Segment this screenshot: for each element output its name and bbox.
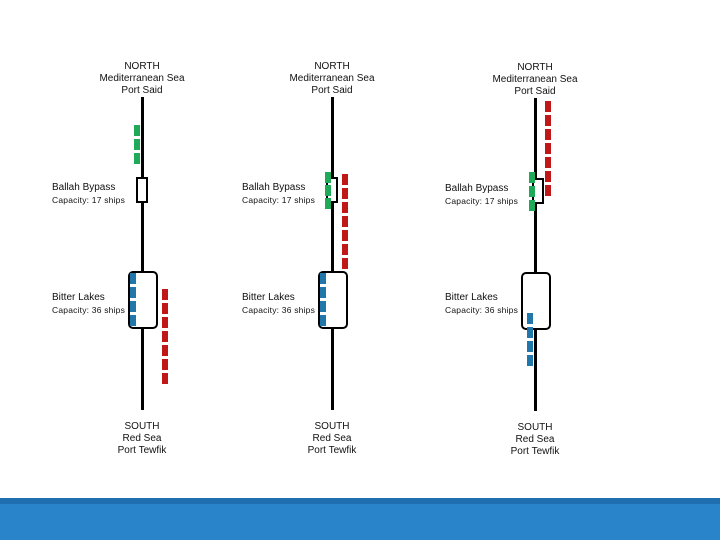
- ship-marker: [529, 172, 535, 183]
- ship-marker: [545, 115, 551, 126]
- ship-marker: [162, 373, 168, 384]
- ship-marker: [320, 287, 326, 298]
- panel-3-bitter-lakes: [521, 272, 551, 330]
- panel-2-ballah-capacity: Capacity: 17 ships: [242, 195, 316, 205]
- footer-bar: [0, 498, 720, 540]
- panel-1-bitter-name: Bitter Lakes: [52, 292, 105, 303]
- ship-marker: [342, 202, 348, 213]
- ship-marker: [134, 153, 140, 164]
- ship-marker: [325, 185, 331, 196]
- panel-3-ballah-name: Ballah Bypass: [445, 183, 509, 194]
- panel-1-north-label: NORTH Mediterranean Sea Port Said: [99, 61, 185, 96]
- ship-marker: [130, 273, 136, 284]
- ship-marker: [545, 101, 551, 112]
- canal-convoy-diagram: NORTH Mediterranean Sea Port Said Ballah…: [52, 61, 578, 457]
- ship-marker: [527, 341, 533, 352]
- ship-marker: [342, 244, 348, 255]
- ship-marker: [342, 258, 348, 269]
- ship-marker: [342, 230, 348, 241]
- ship-marker: [130, 315, 136, 326]
- panel-3-canal-line: [534, 98, 537, 411]
- ship-marker: [527, 313, 533, 324]
- ship-marker: [162, 303, 168, 314]
- ship-marker: [545, 171, 551, 182]
- ship-marker: [162, 345, 168, 356]
- panel-1-ballah-name: Ballah Bypass: [52, 182, 116, 193]
- ship-marker: [527, 355, 533, 366]
- panel-1-south-label: SOUTH Red Sea Port Tewfik: [117, 421, 167, 456]
- ship-marker: [320, 273, 326, 284]
- panel-3-ballah-capacity: Capacity: 17 ships: [445, 196, 519, 206]
- ship-marker: [130, 301, 136, 312]
- panel-1-ballah-capacity: Capacity: 17 ships: [52, 195, 126, 205]
- footer-accent-strip: [0, 498, 720, 504]
- ship-marker: [320, 301, 326, 312]
- ship-marker: [162, 289, 168, 300]
- ship-marker: [134, 139, 140, 150]
- ship-marker: [529, 200, 535, 211]
- panel-3-bitter-capacity: Capacity: 36 ships: [445, 305, 519, 315]
- ship-marker: [342, 216, 348, 227]
- panel-2-ballah-name: Ballah Bypass: [242, 182, 306, 193]
- ship-marker: [130, 287, 136, 298]
- panel-3-north-label: NORTH Mediterranean Sea Port Said: [492, 62, 578, 97]
- ship-marker: [527, 327, 533, 338]
- ship-marker: [320, 315, 326, 326]
- panel-2-bitter-name: Bitter Lakes: [242, 292, 295, 303]
- ship-marker: [325, 198, 331, 209]
- ship-marker: [529, 186, 535, 197]
- ship-marker: [545, 143, 551, 154]
- panel-2-canal-line: [331, 97, 334, 410]
- panel-3-bitter-name: Bitter Lakes: [445, 292, 498, 303]
- ship-marker: [545, 129, 551, 140]
- panel-2-north-label: NORTH Mediterranean Sea Port Said: [289, 61, 375, 96]
- panel-1-ballah-bypass: [136, 177, 148, 203]
- panel-2-bitter-capacity: Capacity: 36 ships: [242, 305, 316, 315]
- ship-marker: [342, 174, 348, 185]
- ship-marker: [162, 317, 168, 328]
- ship-marker: [325, 172, 331, 183]
- panel-3-south-label: SOUTH Red Sea Port Tewfik: [510, 422, 560, 457]
- panel-1-bitter-capacity: Capacity: 36 ships: [52, 305, 126, 315]
- panel-1-canal-line: [141, 97, 144, 410]
- ship-marker: [162, 359, 168, 370]
- ship-marker: [545, 185, 551, 196]
- ship-marker: [545, 157, 551, 168]
- panel-2-south-label: SOUTH Red Sea Port Tewfik: [307, 421, 357, 456]
- ship-marker: [342, 188, 348, 199]
- ship-marker: [162, 331, 168, 342]
- ship-marker: [134, 125, 140, 136]
